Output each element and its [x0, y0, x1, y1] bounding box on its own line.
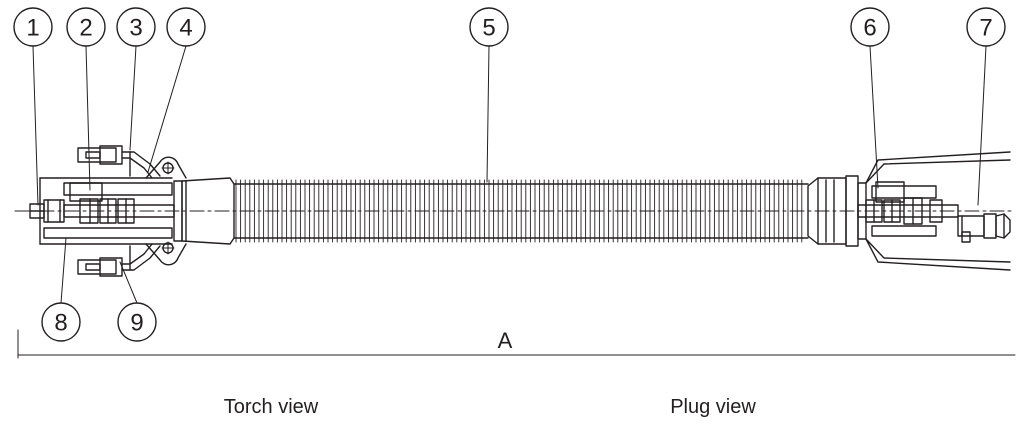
- leader-lines: [32, 45, 987, 304]
- callout-7-label: 7: [979, 15, 992, 42]
- callout-9: 9: [117, 302, 157, 342]
- callout-7: 7: [966, 7, 1006, 47]
- corrugated-hose: [233, 179, 809, 243]
- callout-5-label: 5: [482, 15, 495, 42]
- callout-6: 6: [850, 7, 890, 47]
- torch-view-caption: Torch view: [223, 396, 319, 418]
- callout-2-label: 2: [79, 15, 92, 42]
- callout-8: 8: [41, 302, 81, 342]
- torch-end-fitting: [29, 145, 235, 277]
- callout-4: 4: [166, 7, 206, 47]
- callout-4-label: 4: [179, 15, 192, 42]
- callout-5: 5: [469, 7, 509, 47]
- callout-1: 1: [13, 7, 53, 47]
- callout-9-label: 9: [130, 310, 143, 337]
- callout-8-label: 8: [54, 310, 67, 337]
- callout-6-label: 6: [863, 15, 876, 42]
- callout-2: 2: [66, 7, 106, 47]
- dimension-label-a: A: [498, 328, 513, 353]
- plug-end-fitting: [807, 151, 1011, 271]
- callout-1-label: 1: [26, 15, 39, 42]
- dimension-line: [17, 329, 1016, 359]
- plug-view-caption: Plug view: [670, 396, 756, 418]
- callout-3: 3: [116, 7, 156, 47]
- callout-3-label: 3: [129, 15, 142, 42]
